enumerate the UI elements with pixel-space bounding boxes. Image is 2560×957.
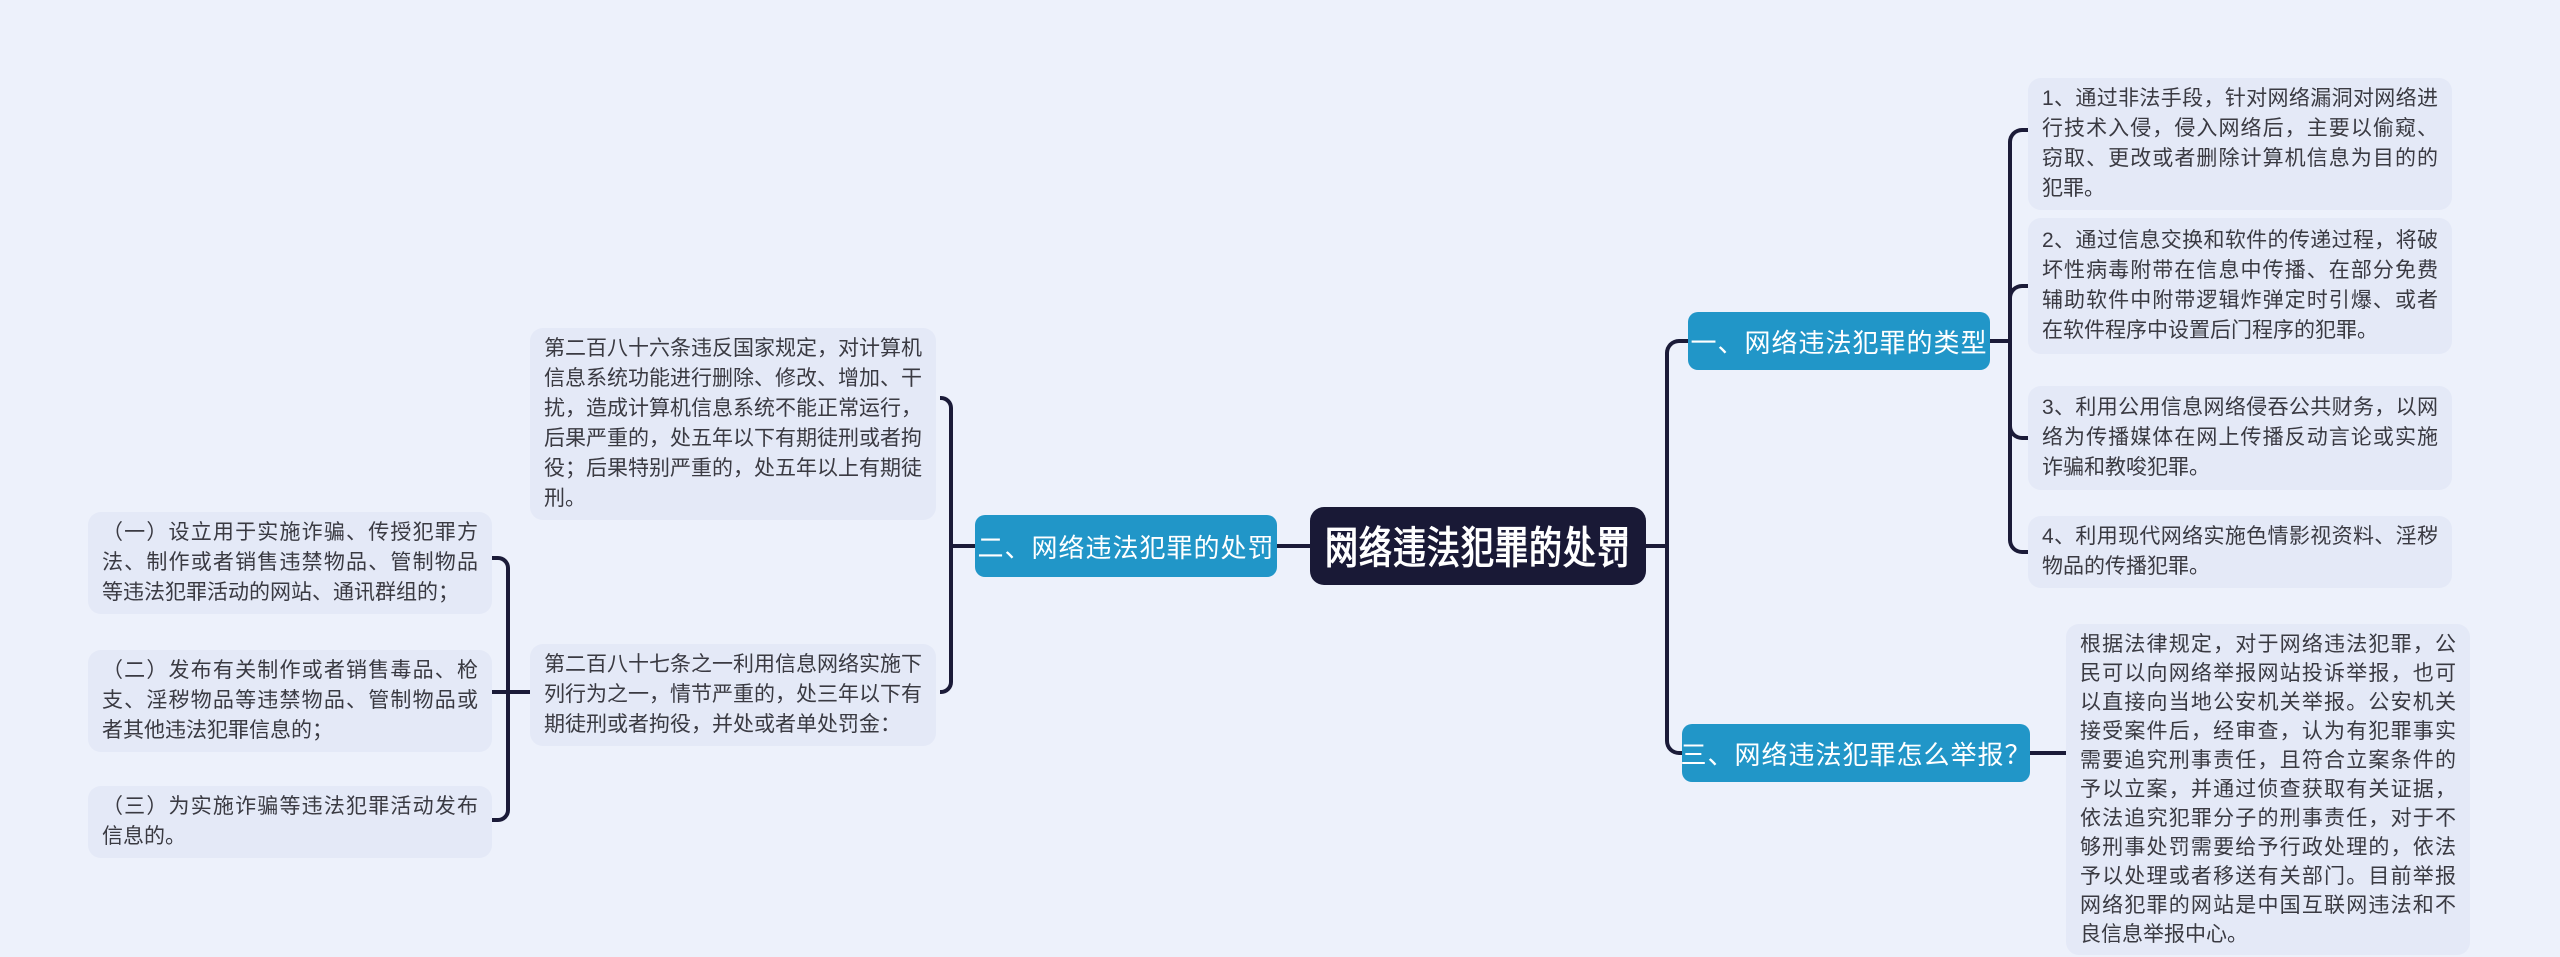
connector-art287-stub xyxy=(510,690,530,694)
type-detail-1[interactable]: 1、通过非法手段，针对网络漏洞对网络进行技术入侵，侵入网络后，主要以偷窥、窃取、… xyxy=(2028,78,2452,210)
branch-node-punishment[interactable]: 二、网络违法犯罪的处罚 xyxy=(975,515,1277,577)
central-topic-label: 网络违法犯罪的处罚 xyxy=(1325,534,1631,571)
type-detail-2-text: 2、通过信息交换和软件的传递过程，将破坏性病毒附带在信息中传播、在部分免费辅助软… xyxy=(2042,229,2438,342)
type-detail-1-text: 1、通过非法手段，针对网络漏洞对网络进行技术入侵，侵入网络后，主要以偷窥、窃取、… xyxy=(2042,87,2438,200)
connector-punishment-stub xyxy=(953,544,975,548)
branch-node-types[interactable]: 一、网络违法犯罪的类型 xyxy=(1688,312,1990,370)
act-item-1-text: （一）设立用于实施诈骗、传授犯罪方法、制作或者销售违禁物品、管制物品等违法犯罪活… xyxy=(102,521,478,604)
connector-central-right-stub xyxy=(1645,544,1665,548)
connector-punishment-to-art287 xyxy=(940,546,953,694)
connector-types-to-item1 xyxy=(2008,128,2028,343)
central-topic-glitch: 网络违法犯罪的处罚 网络违法犯罪的处罚 xyxy=(1310,507,1646,585)
connector-central-to-punishment xyxy=(1277,544,1310,548)
connector-art287-to-act1 xyxy=(492,556,510,694)
connector-types-to-item4 xyxy=(2008,341,2028,554)
act-item-1[interactable]: （一）设立用于实施诈骗、传授犯罪方法、制作或者销售违禁物品、管制物品等违法犯罪活… xyxy=(88,512,492,614)
connector-types-to-item2 xyxy=(2008,284,2028,343)
act-item-3[interactable]: （三）为实施诈骗等违法犯罪活动发布信息的。 xyxy=(88,786,492,858)
connector-central-to-report xyxy=(1665,546,1682,755)
connector-central-to-types xyxy=(1665,339,1688,548)
connector-punishment-to-art286 xyxy=(940,396,953,548)
type-detail-3[interactable]: 3、利用公用信息网络侵吞公共财务，以网络为传播媒体在网上传播反动言论或实施诈骗和… xyxy=(2028,386,2452,490)
type-detail-3-text: 3、利用公用信息网络侵吞公共财务，以网络为传播媒体在网上传播反动言论或实施诈骗和… xyxy=(2042,396,2438,479)
branch-node-report-label: 三、网络违法犯罪怎么举报？ xyxy=(1680,739,2032,770)
act-item-2[interactable]: （二）发布有关制作或者销售毒品、枪支、淫秽物品等违禁物品、管制物品或者其他违法犯… xyxy=(88,650,492,752)
central-topic-node[interactable]: 网络违法犯罪的处罚 网络违法犯罪的处罚 xyxy=(1310,507,1646,585)
act-item-2-text: （二）发布有关制作或者销售毒品、枪支、淫秽物品等违禁物品、管制物品或者其他违法犯… xyxy=(102,659,478,742)
article-286-text: 第二百八十六条违反国家规定，对计算机信息系统功能进行删除、修改、增加、干扰，造成… xyxy=(544,337,922,510)
article-287-box[interactable]: 第二百八十七条之一利用信息网络实施下列行为之一，情节严重的，处三年以下有期徒刑或… xyxy=(530,644,936,746)
connector-types-stub xyxy=(1990,339,2008,343)
central-topic-label-ghost: 网络违法犯罪的处罚 xyxy=(1325,524,1631,561)
article-286-box[interactable]: 第二百八十六条违反国家规定，对计算机信息系统功能进行删除、修改、增加、干扰，造成… xyxy=(530,328,936,520)
article-287-text: 第二百八十七条之一利用信息网络实施下列行为之一，情节严重的，处三年以下有期徒刑或… xyxy=(544,653,922,736)
report-detail-box[interactable]: 根据法律规定，对于网络违法犯罪，公民可以向网络举报网站投诉举报，也可以直接向当地… xyxy=(2066,624,2470,955)
branch-node-punishment-label: 二、网络违法犯罪的处罚 xyxy=(977,532,1275,563)
branch-node-report[interactable]: 三、网络违法犯罪怎么举报？ xyxy=(1680,724,2032,782)
type-detail-4-text: 4、利用现代网络实施色情影视资料、淫秽物品的传播犯罪。 xyxy=(2042,525,2438,578)
type-detail-4[interactable]: 4、利用现代网络实施色情影视资料、淫秽物品的传播犯罪。 xyxy=(2028,516,2452,588)
connector-report-to-detail xyxy=(2030,751,2068,755)
branch-node-types-label: 一、网络违法犯罪的类型 xyxy=(1690,327,1988,358)
connector-art287-to-act3 xyxy=(492,692,510,822)
type-detail-2[interactable]: 2、通过信息交换和软件的传递过程，将破坏性病毒附带在信息中传播、在部分免费辅助软… xyxy=(2028,218,2452,354)
act-item-3-text: （三）为实施诈骗等违法犯罪活动发布信息的。 xyxy=(102,795,478,848)
report-detail-text: 根据法律规定，对于网络违法犯罪，公民可以向网络举报网站投诉举报，也可以直接向当地… xyxy=(2080,633,2456,946)
